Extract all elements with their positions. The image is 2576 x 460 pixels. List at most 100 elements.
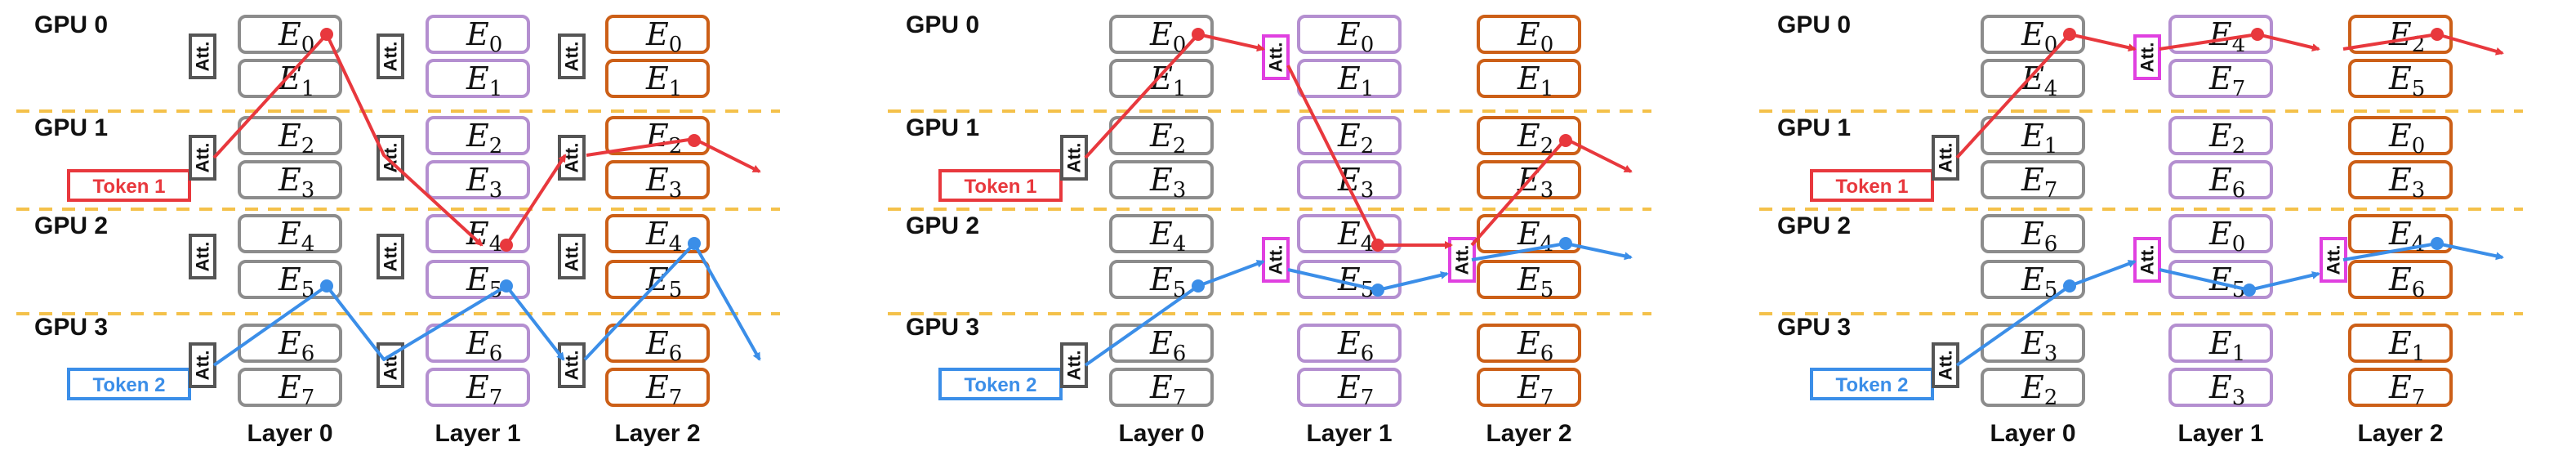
token-2-tag-label: Token 2 (965, 374, 1037, 396)
att-l2-gpu0-label: Att. (562, 42, 582, 72)
expert-l2-r0-label: E0 (1517, 16, 1553, 57)
att-l1-token1-label: Att. (1266, 42, 1286, 73)
expert-l0-r6-box (1981, 324, 2085, 363)
layer-label-1: Layer 1 (1306, 420, 1392, 447)
expert-l2-r7-box (2348, 368, 2453, 407)
expert-l0-r6-box (1109, 324, 1214, 363)
expert-l0-r1-box (1109, 59, 1214, 98)
token-1-dot-l1 (2251, 28, 2264, 41)
token-2-dot-l1 (1371, 284, 1384, 297)
expert-l2-r3-box (2348, 160, 2453, 199)
token-1-tag-label: Token 1 (965, 176, 1037, 198)
expert-l0-r4-box (238, 214, 342, 253)
expert-l1-r7-box (426, 368, 530, 407)
gpu-label-2: GPU 2 (1777, 212, 1851, 239)
token-2-dot-l2 (688, 237, 701, 250)
layer-label-0: Layer 0 (1118, 420, 1204, 447)
expert-l0-r7-box (238, 368, 342, 407)
expert-l0-r4-box (1981, 214, 2085, 253)
expert-l0-r7-box (1109, 368, 1214, 407)
expert-l0-r3-box (1981, 160, 2085, 199)
expert-l1-r3-box (1297, 160, 1402, 199)
gpu-label-2: GPU 2 (34, 212, 108, 239)
att-l1-token2-box (2133, 237, 2161, 283)
expert-l0-r1-box (1981, 59, 2085, 98)
expert-l0-r6-label: E6 (278, 325, 314, 366)
expert-l2-r4-box (1477, 214, 1581, 253)
att-l0-token2-label: Att. (1064, 351, 1085, 381)
att-l1-token2-box (1262, 237, 1290, 283)
token-1-dot-l0 (320, 28, 333, 41)
gpu-label-3: GPU 3 (34, 314, 108, 341)
expert-l2-r7-box (1477, 368, 1581, 407)
expert-l1-r1-label: E7 (2208, 60, 2245, 101)
gpu-label-1: GPU 1 (1777, 114, 1851, 141)
layer-label-2: Layer 2 (614, 420, 700, 447)
expert-l1-r1-box (1297, 59, 1402, 98)
expert-l1-r4-box (2168, 214, 2273, 253)
att-l0-token2-label: Att. (1936, 351, 1956, 381)
token-2-dot-l2 (2431, 237, 2444, 250)
att-l1-token2-label: Att. (2137, 245, 2158, 275)
gpu-label-2: GPU 2 (906, 212, 979, 239)
expert-l0-r7-box (1981, 368, 2085, 407)
expert-l1-r6-box (2168, 324, 2273, 363)
token-1-dot-l1 (500, 239, 513, 252)
token-1-tag-box (67, 169, 191, 202)
expert-l1-r2-label: E2 (2208, 118, 2245, 159)
expert-l2-r5-box (2348, 260, 2453, 299)
att-l1-token1-box (2133, 34, 2161, 80)
expert-l1-r1-box (426, 59, 530, 98)
att-l0-gpu2-box (189, 234, 216, 279)
att-l0-gpu0-box (189, 33, 216, 79)
layer-label-0: Layer 0 (1990, 420, 2075, 447)
token-1-tag-box (938, 169, 1063, 202)
att-l2-gpu2-box (558, 234, 586, 279)
token-1-dot-l2 (2431, 28, 2444, 41)
att-l1-gpu1-box (377, 135, 404, 181)
expert-l1-r2-box (2168, 116, 2273, 155)
expert-l1-r6-box (1297, 324, 1402, 363)
token-1-route-b (505, 154, 567, 247)
gpu-label-0: GPU 0 (906, 11, 979, 38)
expert-l2-r2-box (1477, 116, 1581, 155)
expert-l1-r3-box (426, 160, 530, 199)
layer-label-2: Layer 2 (1486, 420, 1571, 447)
expert-l2-r3-box (605, 160, 710, 199)
token-1-tag-label: Token 1 (1836, 176, 1909, 198)
expert-l2-r5-label: E5 (645, 261, 682, 302)
token-2-dot-l0 (1192, 279, 1205, 293)
token-2-tag-label: Token 2 (1836, 374, 1909, 396)
att-l1-token1-label: Att. (2137, 42, 2158, 73)
layer-label-1: Layer 1 (2177, 420, 2263, 447)
expert-l1-r6-label: E1 (2208, 325, 2245, 366)
expert-l2-r4-box (605, 214, 710, 253)
expert-l2-r6-box (605, 324, 710, 363)
expert-l0-r1-box (238, 59, 342, 98)
att-l1-token1-box (1262, 34, 1290, 80)
layer-label-2: Layer 2 (2357, 420, 2443, 447)
expert-l1-r7-box (1297, 368, 1402, 407)
att-l2-gpu0-box (558, 33, 586, 79)
expert-l0-r3-box (1109, 160, 1214, 199)
expert-l1-r2-box (426, 116, 530, 155)
token-2-dot-l1 (2243, 284, 2256, 297)
gpu-label-3: GPU 3 (1777, 314, 1851, 341)
expert-l2-r6-box (2348, 324, 2453, 363)
expert-l0-r5-box (238, 260, 342, 299)
token-2-tag-box (1810, 368, 1934, 400)
token-1-tag-box (1810, 169, 1934, 202)
att-l1-gpu2-box (377, 234, 404, 279)
att-l0-gpu1-label: Att. (193, 143, 213, 173)
expert-l2-r0-box (605, 15, 710, 54)
expert-l1-r2-box (1297, 116, 1402, 155)
expert-l2-r6-box (1477, 324, 1581, 363)
att-l0-token1-label: Att. (1936, 143, 1956, 173)
expert-l2-r5-box (1477, 260, 1581, 299)
expert-l2-r6-label: E1 (2388, 325, 2425, 366)
expert-l0-r0-box (238, 15, 342, 54)
att-l0-gpu3-box (189, 342, 216, 388)
